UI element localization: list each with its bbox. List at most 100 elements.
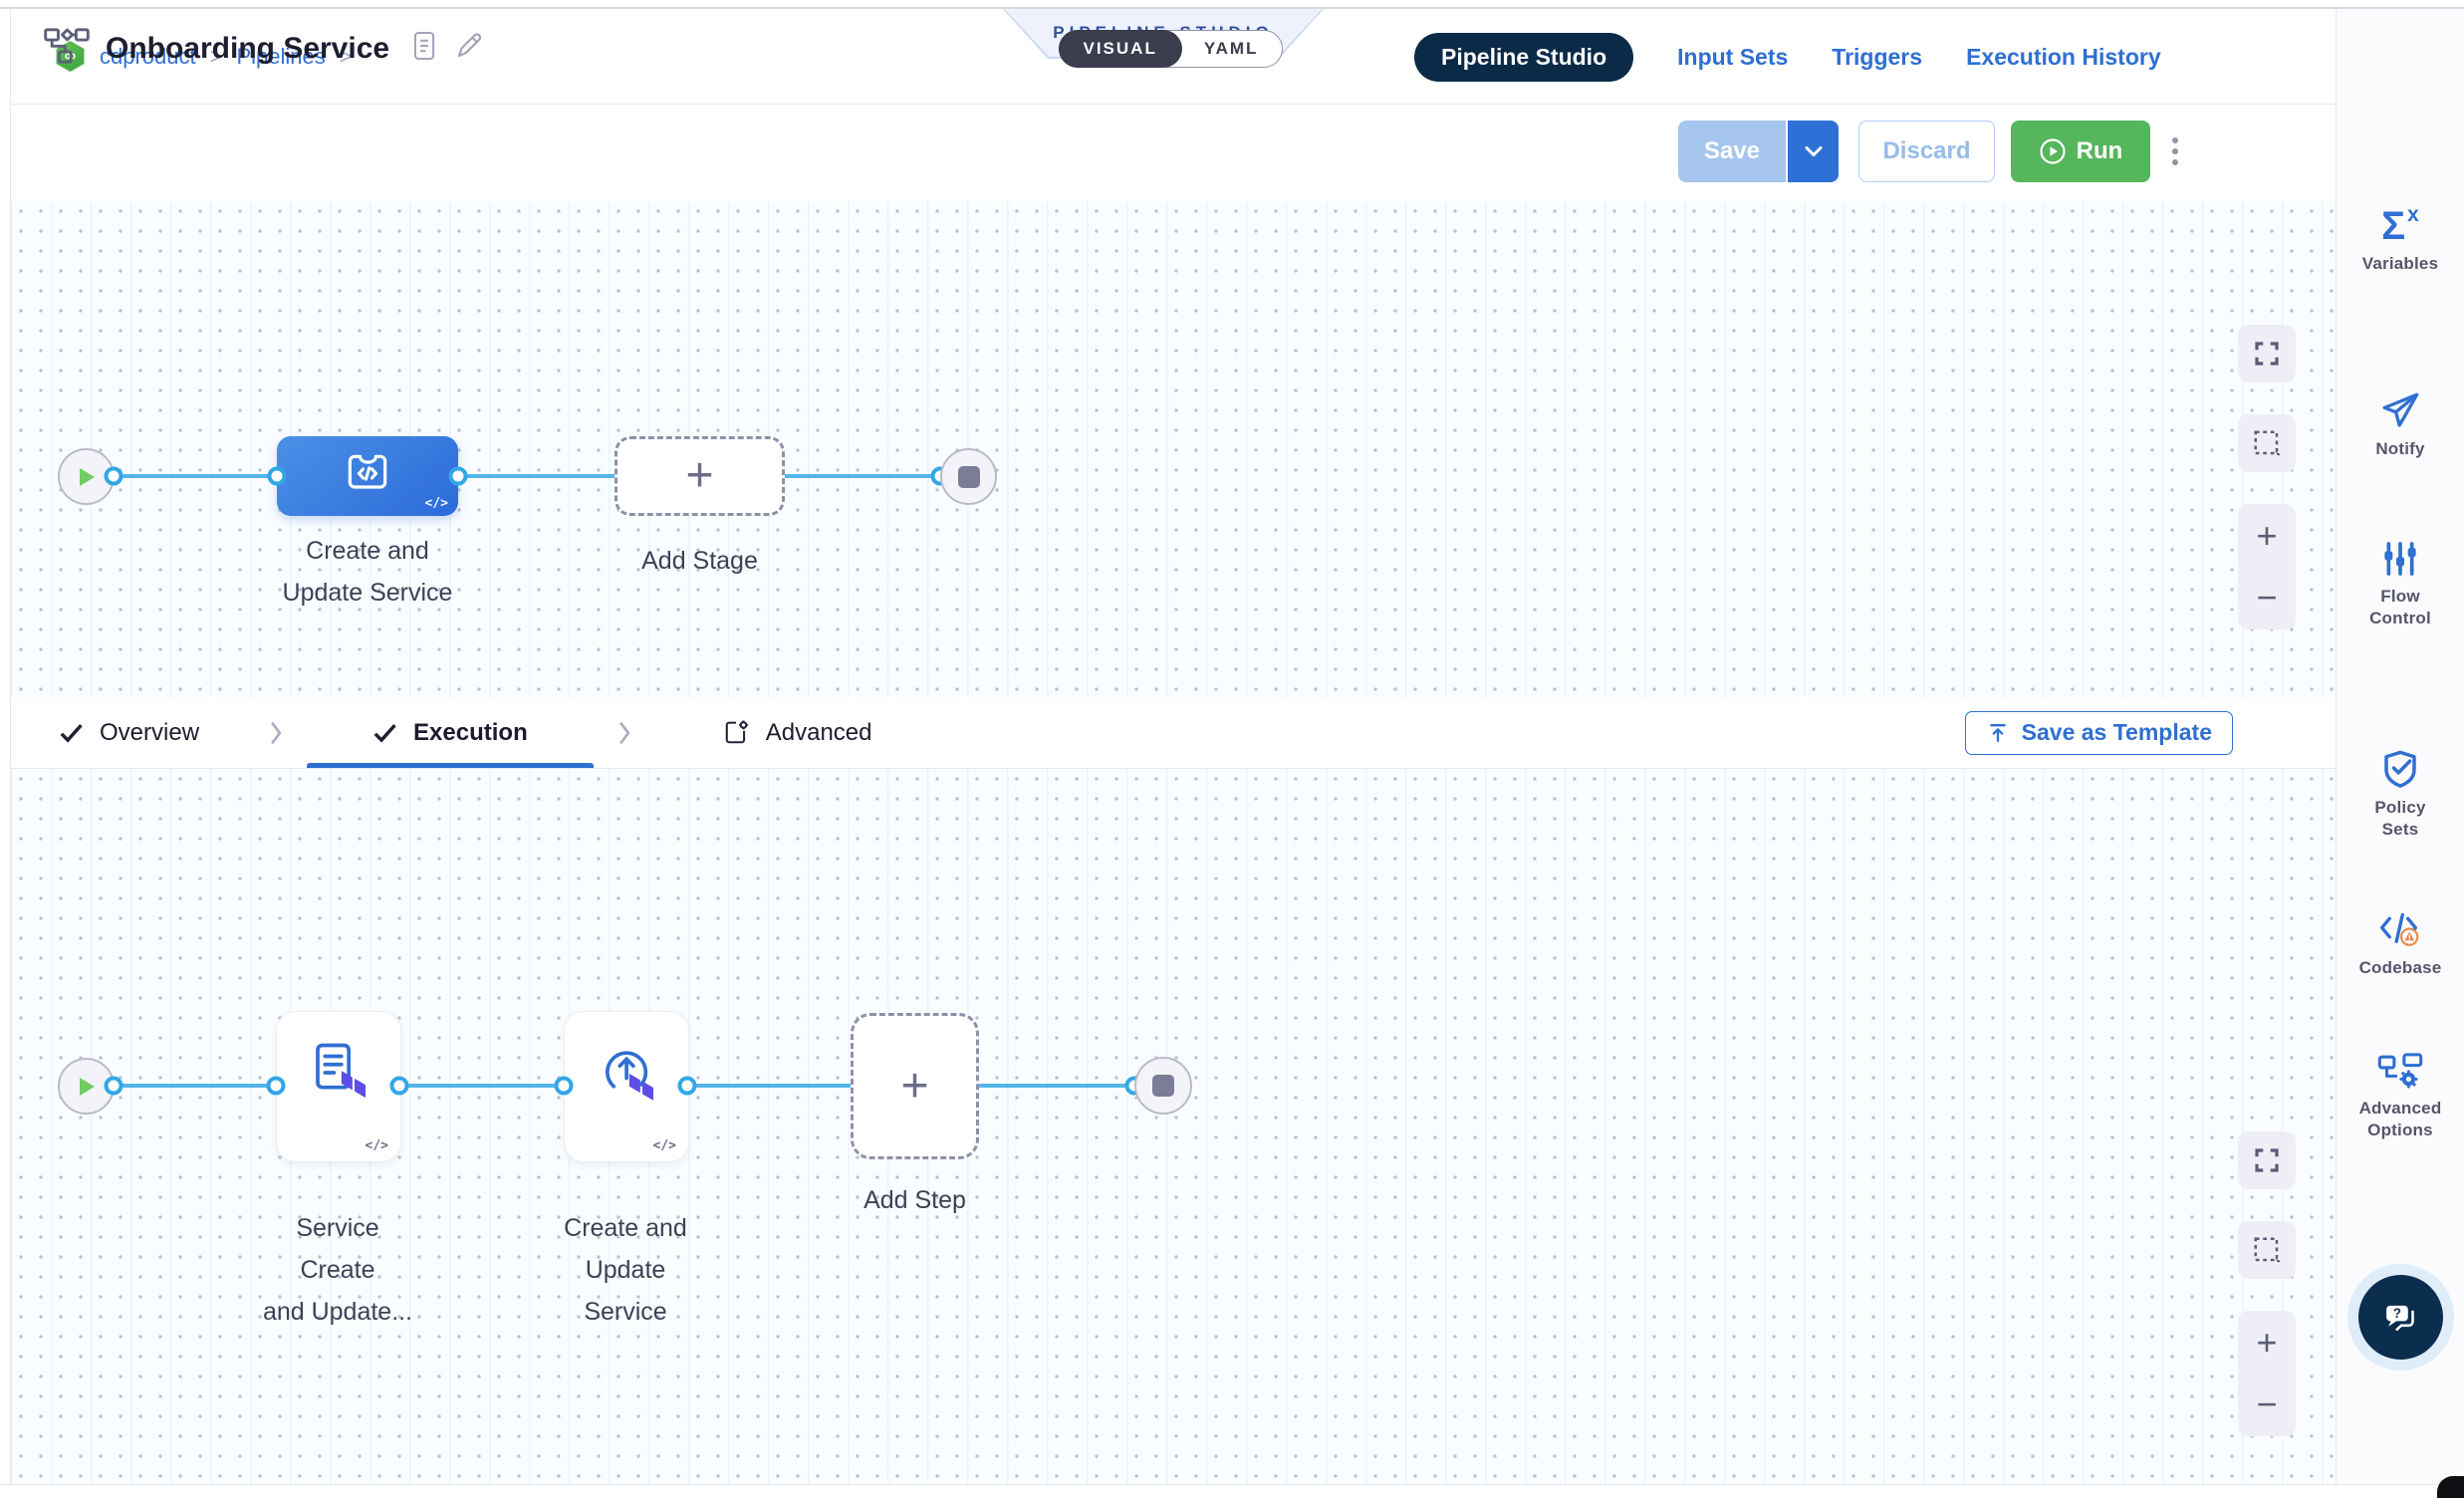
visual-yaml-toggle: VISUAL YAML (1058, 30, 1283, 68)
paper-plane-icon (2382, 392, 2419, 427)
step-node-service-create-update[interactable]: </> (276, 1011, 401, 1162)
tab-advanced[interactable]: Advanced (701, 697, 892, 768)
window-top-border (0, 7, 2464, 9)
check-icon (373, 723, 396, 743)
stop-icon (1152, 1075, 1174, 1097)
canvas-select-button[interactable] (2238, 414, 2296, 472)
more-options-kebab-icon[interactable] (2172, 137, 2178, 165)
shield-check-icon (2384, 750, 2416, 788)
stage-label: Create and Update Service (282, 537, 453, 607)
chevron-down-icon (1805, 146, 1822, 156)
canvas-fit-button[interactable] (2238, 1131, 2296, 1189)
tab-pipeline-studio[interactable]: Pipeline Studio (1414, 32, 1634, 82)
run-button[interactable]: Run (2011, 121, 2150, 182)
toggle-yaml[interactable]: YAML (1203, 39, 1259, 58)
toggle-visual[interactable]: VISUAL (1058, 30, 1182, 68)
left-gutter-divider (10, 9, 11, 1498)
execution-canvas[interactable]: </> Service Create and Update... </> Cre… (11, 769, 2336, 1484)
save-button[interactable]: Save (1678, 121, 1786, 182)
pipeline-graph-icon (44, 27, 90, 70)
end-node (940, 448, 997, 505)
run-play-icon (2040, 138, 2066, 164)
chat-help-icon: ? (2385, 1305, 2414, 1331)
play-icon (79, 1077, 95, 1096)
sidebar-item-codebase[interactable]: Codebase (2337, 908, 2464, 979)
tab-execution-history[interactable]: Execution History (1966, 43, 2161, 70)
step-label: Service Create and Update... (262, 1214, 413, 1326)
canvas-select-button[interactable] (2238, 1221, 2296, 1279)
chevron-right-icon (617, 720, 631, 746)
chevron-right-icon (269, 720, 283, 746)
title-group: Onboarding Service (44, 0, 485, 97)
add-stage-button[interactable]: + (615, 436, 785, 516)
plus-icon: + (685, 449, 714, 502)
readme-icon[interactable] (411, 30, 437, 67)
zoom-in-button[interactable]: + (2256, 1322, 2278, 1363)
terraform-apply-step-icon (606, 1051, 654, 1101)
zoom-in-button[interactable]: + (2256, 515, 2278, 556)
marquee-select-icon (2254, 430, 2281, 456)
zoom-out-button[interactable]: − (2256, 1383, 2278, 1424)
stage-canvas[interactable]: </> Create and Update Service + Add Stag… (11, 201, 2336, 697)
canvas-fit-button[interactable] (2238, 325, 2296, 382)
add-step-label: Add Step (863, 1186, 966, 1214)
bottom-strip (0, 1484, 2464, 1498)
sidebar-item-flow-control[interactable]: Flow Control (2337, 539, 2464, 629)
yaml-code-badge: </> (365, 1138, 388, 1153)
edge-connector[interactable] (267, 466, 287, 486)
svg-text:?: ? (2392, 1306, 2400, 1321)
edge-connector[interactable] (104, 466, 123, 486)
sidebar-item-advanced-options[interactable]: Advanced Options (2337, 1051, 2464, 1141)
pipeline-edge (111, 474, 942, 478)
studio-right-sidebar: Σx Variables Notify Flow Control Policy … (2336, 9, 2464, 1498)
edge-connector[interactable] (104, 1076, 123, 1096)
save-menu-caret[interactable] (1786, 121, 1839, 182)
yaml-code-badge: </> (652, 1138, 676, 1153)
breadcrumb-project-link[interactable]: cdproduct (100, 43, 196, 69)
save-as-template-button[interactable]: Save as Template (1964, 710, 2233, 755)
upload-icon (1989, 723, 2006, 742)
sidebar-item-notify[interactable]: Notify (2337, 389, 2464, 460)
step-label: Create and Update Service (564, 1214, 687, 1326)
zoom-out-button[interactable]: − (2256, 577, 2278, 618)
edge-connector[interactable] (389, 1076, 409, 1096)
breadcrumb-separator: > (339, 43, 353, 69)
tab-execution[interactable]: Execution (307, 697, 594, 768)
fullscreen-icon (2255, 342, 2279, 366)
advanced-settings-icon (725, 720, 748, 743)
sidebar-item-variables[interactable]: Σx Variables (2361, 203, 2439, 273)
check-icon (60, 723, 83, 743)
step-node-create-update-service[interactable]: </> (564, 1011, 689, 1162)
help-chat-button[interactable]: ? (2358, 1275, 2443, 1360)
terraform-script-step-icon (316, 1043, 367, 1099)
edge-connector[interactable] (677, 1076, 697, 1096)
edge-connector[interactable] (266, 1076, 286, 1096)
edge-connector[interactable] (554, 1076, 574, 1096)
marquee-select-icon (2254, 1237, 2281, 1263)
custom-stage-icon (348, 454, 387, 489)
tab-overview[interactable]: Overview (59, 697, 199, 768)
discard-button[interactable]: Discard (1858, 121, 1995, 182)
stage-node-create-update-service[interactable]: </> (277, 436, 458, 516)
breadcrumb-separator: > (209, 43, 223, 69)
tab-triggers[interactable]: Triggers (1832, 43, 1923, 70)
stage-config-tabs: Overview Execution Advanced Save as Temp… (11, 697, 2336, 769)
pipeline-gear-icon (2377, 1053, 2423, 1089)
yaml-code-badge: </> (424, 496, 448, 511)
breadcrumb-pipelines-link[interactable]: Pipelines (236, 43, 326, 69)
play-icon (79, 467, 95, 486)
variables-icon: Σx (2381, 203, 2419, 248)
sidebar-item-policy-sets[interactable]: Policy Sets (2337, 748, 2464, 841)
edge-connector[interactable] (448, 466, 468, 486)
top-nav-tabs: Pipeline Studio Input Sets Triggers Exec… (1414, 9, 2161, 105)
add-stage-label: Add Stage (641, 547, 758, 575)
toolbar-actions: Save Discard Run (1678, 121, 2178, 182)
edit-pencil-icon[interactable] (453, 30, 485, 67)
breadcrumb: ∞ cdproduct > Pipelines > (55, 41, 353, 72)
stop-icon (957, 465, 980, 488)
tab-input-sets[interactable]: Input Sets (1677, 43, 1789, 70)
overlay-corner (2437, 1476, 2464, 1498)
fullscreen-icon (2255, 1148, 2279, 1172)
add-step-button[interactable]: + (851, 1013, 979, 1159)
